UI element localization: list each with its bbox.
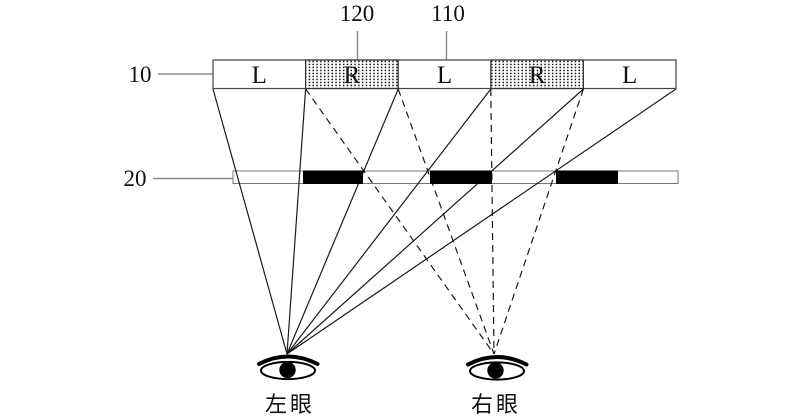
display-panel: L R L R L	[212, 59, 677, 90]
barrier-black-segment	[430, 170, 492, 184]
barrier-black-segment	[556, 170, 618, 184]
panel-segment-letter: R	[344, 62, 361, 89]
panel-segment-letter: R	[529, 62, 546, 89]
barrier-opaque-segments	[303, 170, 618, 184]
right-eye-label: 右眼	[471, 392, 521, 417]
left-eye-brow	[257, 354, 320, 366]
panel-outline	[212, 59, 677, 90]
panel-segment-letter: L	[437, 62, 452, 89]
left-eye-label: 左眼	[265, 392, 315, 417]
left-eye-icon	[257, 354, 320, 381]
panel-segment-letter: L	[252, 62, 267, 89]
right-eye-rays	[305, 88, 584, 355]
left-eye-ray	[286, 88, 307, 355]
panel-segment-letter: L	[622, 62, 637, 89]
right-eye-brow	[466, 355, 529, 367]
right-eye-ray	[490, 88, 495, 355]
left-eye-rays	[212, 88, 677, 355]
left-eye-pupil	[279, 361, 296, 379]
right-pixel-ref-label: 120	[340, 1, 375, 26]
barrier-ref-label: 20	[124, 166, 147, 191]
left-eye-ray	[286, 88, 492, 355]
right-eye-ray	[397, 88, 495, 355]
barrier-black-segment	[303, 170, 363, 184]
right-subpixel-region	[305, 59, 399, 90]
left-pixel-ref-label: 110	[431, 1, 465, 26]
left-eye-ray	[286, 88, 399, 355]
left-eye-ray	[286, 88, 584, 355]
right-eye-ray	[305, 88, 495, 355]
left-eye-ray	[212, 88, 288, 355]
right-eye-ray	[493, 88, 584, 355]
right-eye-icon	[466, 355, 529, 381]
left-eye-ray	[286, 88, 677, 355]
panel-ref-label: 10	[129, 62, 152, 87]
right-eye-pupil	[487, 362, 504, 379]
callout-leaders	[153, 31, 448, 180]
right-subpixel-region	[490, 59, 584, 90]
